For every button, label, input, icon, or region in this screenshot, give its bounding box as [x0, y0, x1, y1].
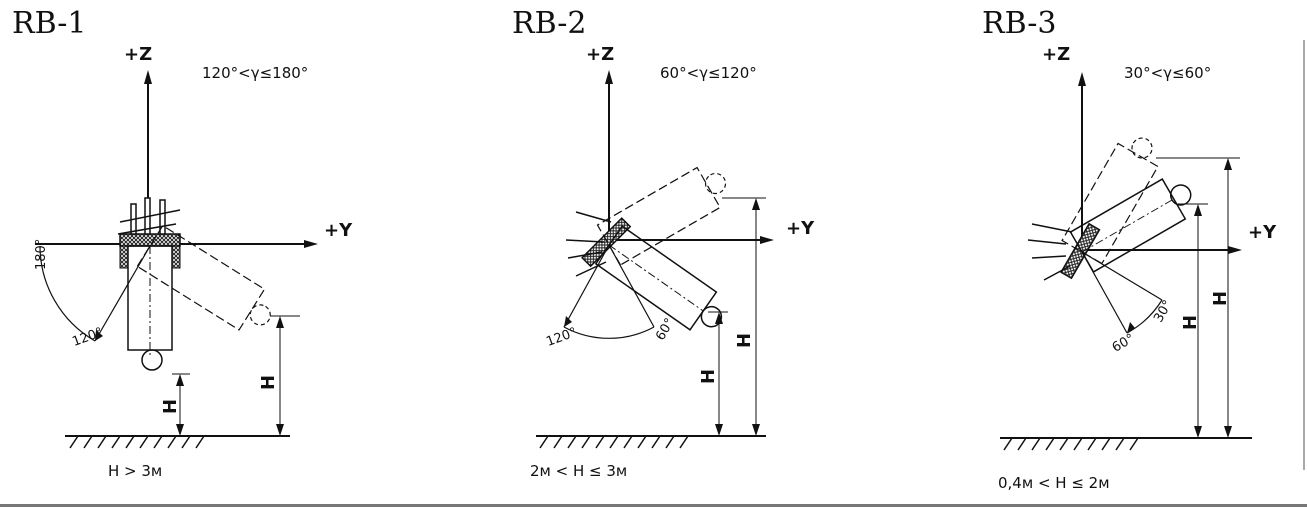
- angle-range-label: 120°<γ≤180°: [202, 64, 309, 82]
- z-axis-label: +Z: [586, 44, 615, 65]
- frame-bottom-rule: [0, 504, 1307, 507]
- angle-label-180: 180°: [34, 238, 49, 270]
- rb1-cable-end: [141, 349, 163, 371]
- height-label: H: [698, 368, 719, 384]
- rb2-drawing: [536, 70, 774, 449]
- height-label: H: [258, 374, 279, 390]
- height-label: H: [1180, 314, 1201, 330]
- panel-rb3: RB-3 +Z +Y 30°<γ≤60° 30° 60° H H 0,4м < …: [872, 0, 1307, 508]
- height-condition: 0,4м < H ≤ 2м: [998, 474, 1110, 492]
- height-label: H: [734, 332, 755, 348]
- rb1-mount: [119, 233, 181, 247]
- panel-rb2: RB-2 +Z +Y 60°<γ≤120° 120° 60° H H 2м < …: [436, 0, 872, 508]
- angle-range-label: 60°<γ≤120°: [660, 64, 757, 82]
- y-axis-label: +Y: [1248, 222, 1277, 243]
- y-axis-label: +Y: [324, 220, 353, 241]
- height-condition: 2м < H ≤ 3м: [530, 462, 628, 480]
- z-axis-label: +Z: [124, 44, 153, 65]
- height-label: H: [160, 398, 181, 414]
- panel-rb1: RB-1 +Z +Y 120°<γ≤180° 180° 120° H H H >…: [0, 0, 436, 508]
- rb3-drawing: [1000, 72, 1252, 451]
- height-condition: H > 3м: [108, 462, 163, 480]
- panel-title: RB-2: [512, 6, 587, 41]
- y-axis-label: +Y: [786, 218, 815, 239]
- frame-right-rule: [1303, 40, 1305, 470]
- rb1-drawing: [35, 70, 318, 449]
- panel-title: RB-3: [982, 6, 1057, 41]
- z-axis-label: +Z: [1042, 44, 1071, 65]
- panel-title: RB-1: [12, 6, 87, 41]
- angle-range-label: 30°<γ≤60°: [1124, 64, 1212, 82]
- height-label: H: [1210, 290, 1231, 306]
